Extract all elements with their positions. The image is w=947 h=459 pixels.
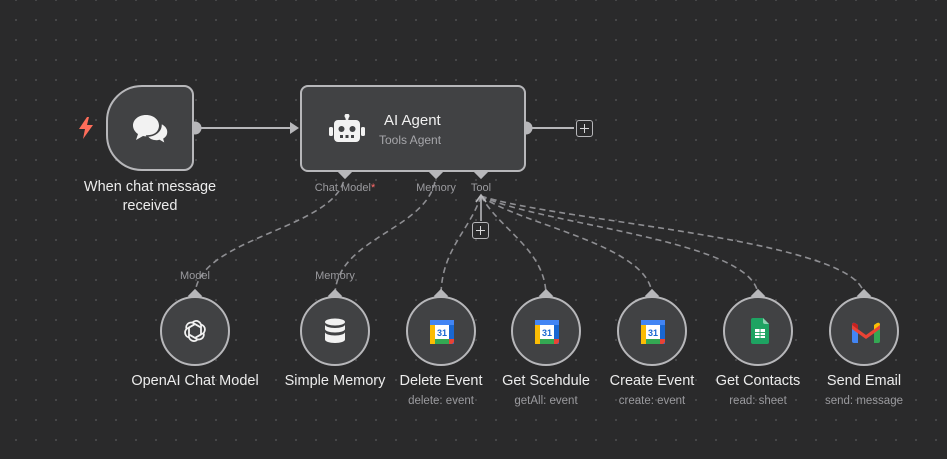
subnode-label-get-contacts: Get Contacts: [715, 373, 801, 389]
connection-tool-delete: [440, 195, 482, 297]
subnode-port-label-memory: Memory: [315, 270, 355, 282]
connection-tool-schedule: [480, 195, 547, 297]
subnode-sublabel-get-schedule: getAll: event: [514, 395, 578, 407]
database-icon: [325, 318, 345, 343]
connection-memory: [334, 171, 437, 297]
subnode-label-delete-event: Delete Event: [399, 373, 483, 389]
connection-tool-email: [480, 195, 865, 297]
agent-subtitle: Tools Agent: [379, 133, 442, 147]
openai-icon: [184, 320, 206, 342]
calendar-date: 31: [542, 328, 552, 338]
subnode-label-openai: OpenAI Chat Model: [131, 373, 259, 389]
port-tool-label: Tool: [470, 182, 492, 194]
google-sheets-icon: [751, 318, 769, 344]
subnode-label-get-schedule: Get Scehdule: [502, 373, 590, 389]
lightning-bolt-icon: [79, 117, 93, 139]
node-chat-trigger[interactable]: [106, 85, 194, 171]
gmail-icon: [852, 322, 880, 343]
node-create-event[interactable]: 31: [617, 296, 687, 366]
trigger-label: When chat message received: [83, 179, 217, 214]
add-output-node-button[interactable]: [576, 120, 593, 137]
node-get-contacts[interactable]: [723, 296, 793, 366]
port-memory-label: Memory: [416, 182, 456, 194]
subnode-sublabel-delete-event: delete: event: [408, 395, 474, 407]
node-send-email[interactable]: [829, 296, 899, 366]
subnode-port-label-model: Model: [180, 270, 210, 282]
robot-icon: [329, 114, 365, 142]
subnode-sublabel-get-contacts: read: sheet: [729, 395, 787, 407]
subnode-sublabel-create-event: create: event: [618, 395, 686, 407]
connection-arrow: [290, 122, 299, 134]
connection-model: [194, 171, 346, 297]
google-calendar-icon: 31: [430, 320, 454, 344]
node-delete-event[interactable]: 31: [406, 296, 476, 366]
subnode-label-memory: Simple Memory: [284, 373, 386, 389]
node-ai-agent[interactable]: AI Agent Tools Agent: [300, 85, 526, 172]
calendar-date: 31: [437, 328, 447, 338]
agent-title: AI Agent: [384, 112, 441, 129]
node-get-schedule[interactable]: 31: [511, 296, 581, 366]
connection-tool-contacts: [480, 195, 759, 297]
subnode-sublabel-send-email: send: message: [825, 395, 903, 407]
google-calendar-icon: 31: [535, 320, 559, 344]
add-tool-button[interactable]: [472, 222, 489, 239]
subnode-label-send-email: Send Email: [826, 373, 902, 389]
google-calendar-icon: 31: [641, 320, 665, 344]
node-openai-chat-model[interactable]: [160, 296, 230, 366]
subnode-label-create-event: Create Event: [609, 373, 695, 389]
port-chat-model-label: Chat Model*: [314, 182, 376, 194]
calendar-date: 31: [648, 328, 658, 338]
connection-tool-create: [480, 195, 653, 297]
chat-bubbles-icon: [133, 115, 169, 145]
node-simple-memory[interactable]: [300, 296, 370, 366]
